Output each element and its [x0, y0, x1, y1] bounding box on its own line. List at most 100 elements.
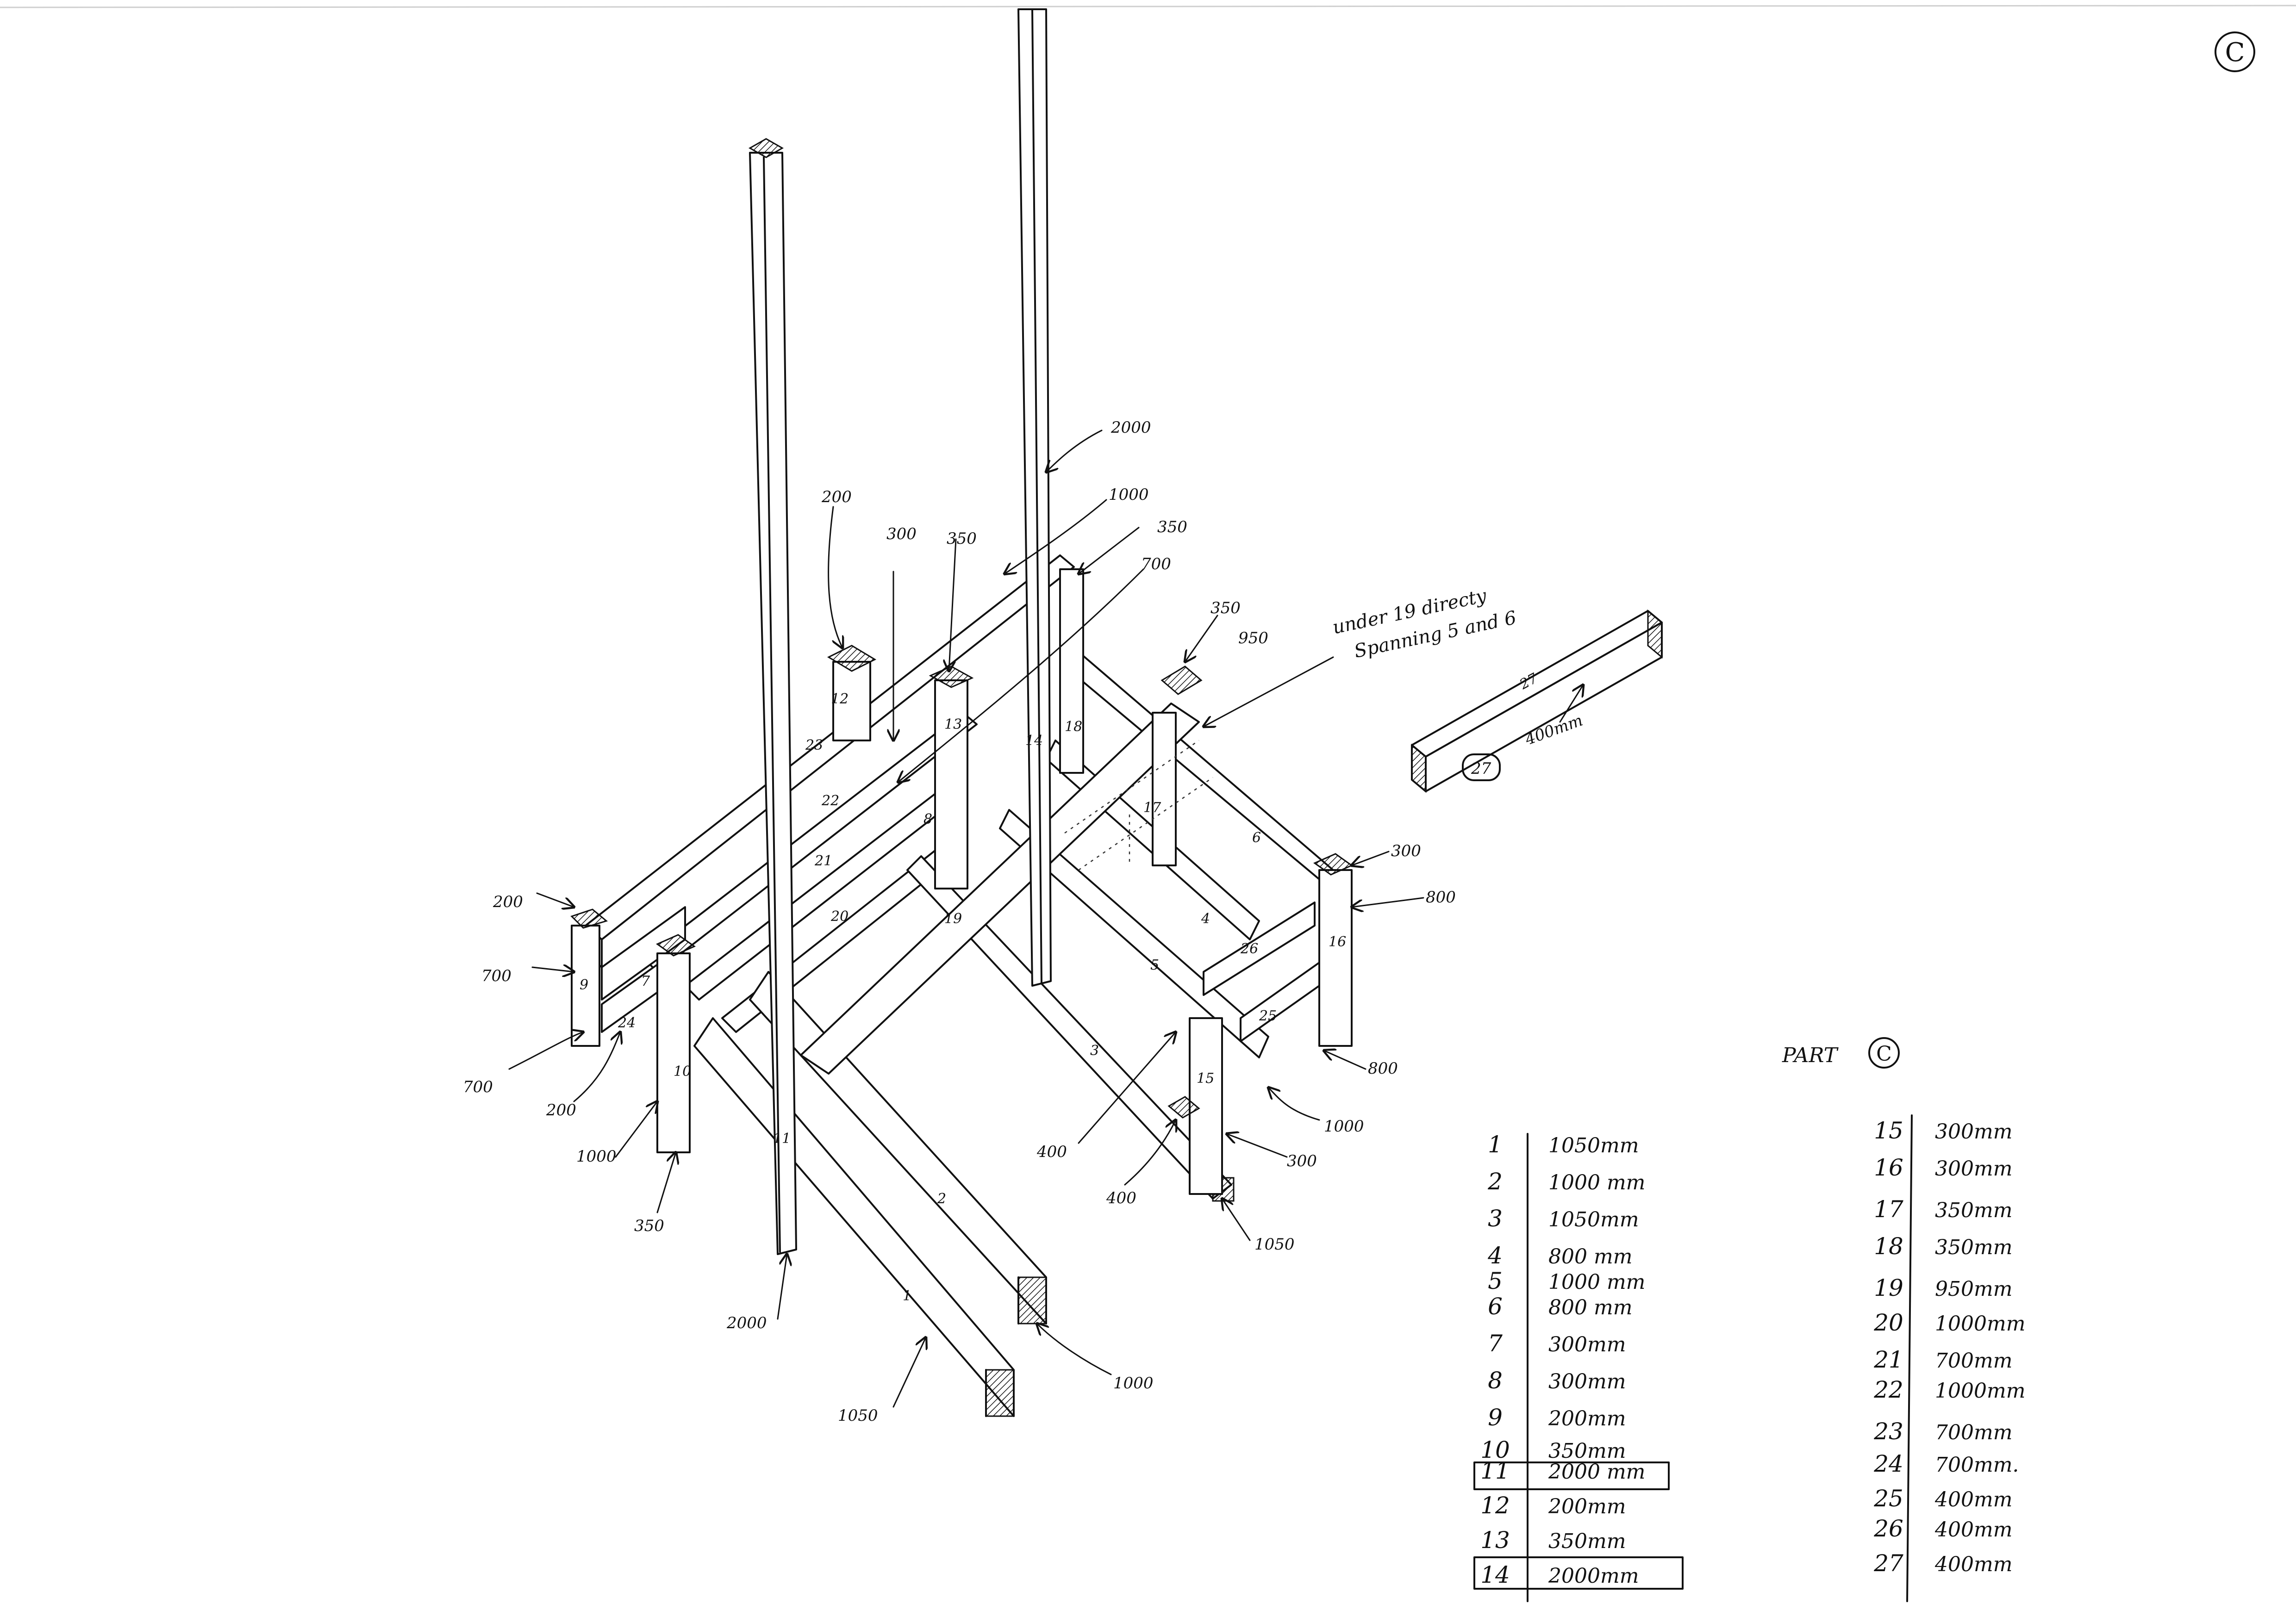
- svg-text:1050: 1050: [838, 1406, 878, 1425]
- column-divider-right: [1906, 1114, 1913, 1602]
- list-row-8: 8 300mm: [1488, 1367, 1626, 1394]
- list-row-15: 15 300mm: [1874, 1117, 2012, 1144]
- scan-edge: [0, 5, 2296, 8]
- list-length: 300mm: [1935, 1120, 2012, 1144]
- list-length: 200mm: [1548, 1495, 1626, 1518]
- list-length: 800 mm: [1548, 1245, 1632, 1269]
- list-row-2: 2 1000 mm: [1487, 1168, 1645, 1195]
- list-number: 16: [1874, 1154, 1903, 1181]
- svg-text:1: 1: [903, 1288, 911, 1304]
- svg-text:18: 18: [1065, 719, 1082, 735]
- member-labels: 1 2 3 4 5 6 7 8 9 10 11 12 13 14 15 16 1…: [580, 691, 1346, 1304]
- part-title: PART C: [1782, 1037, 1900, 1069]
- list-length: 300mm: [1548, 1370, 1626, 1393]
- member-10: [655, 934, 696, 1153]
- list-number: 12: [1480, 1492, 1510, 1519]
- list-number: 4: [1487, 1242, 1503, 1269]
- list-length: 800 mm: [1548, 1296, 1632, 1319]
- list-row-23: 23 700mm: [1873, 1418, 2012, 1445]
- leader-lines: [508, 429, 1424, 1408]
- list-length: 950mm: [1935, 1277, 2012, 1301]
- svg-text:C: C: [2225, 37, 2245, 68]
- list-number: 24: [1873, 1450, 1903, 1477]
- list-number: 22: [1873, 1376, 1903, 1403]
- list-number: 5: [1488, 1268, 1503, 1294]
- dimension-callouts: 2000 1000 350 700 350 950 200 300 350 30…: [463, 418, 1456, 1425]
- svg-text:17: 17: [1143, 800, 1161, 816]
- svg-text:800: 800: [1368, 1059, 1398, 1078]
- list-number: 3: [1488, 1205, 1503, 1232]
- member-15: [1167, 1017, 1223, 1195]
- svg-text:6: 6: [1252, 830, 1261, 846]
- list-number: 27: [1873, 1550, 1903, 1577]
- list-number: 21: [1873, 1346, 1903, 1373]
- svg-text:21: 21: [814, 853, 832, 869]
- svg-text:700: 700: [481, 967, 512, 985]
- svg-text:200: 200: [821, 488, 852, 506]
- svg-text:1000: 1000: [1113, 1374, 1154, 1393]
- svg-text:26: 26: [1240, 941, 1258, 957]
- svg-text:2000: 2000: [1111, 418, 1151, 437]
- list-number: 23: [1873, 1418, 1903, 1445]
- member-14: [1017, 8, 1052, 987]
- list-length: 350mm: [1548, 1530, 1626, 1553]
- svg-text:24: 24: [618, 1015, 636, 1031]
- svg-text:12: 12: [831, 691, 849, 707]
- list-length: 1000 mm: [1548, 1171, 1645, 1194]
- svg-text:400: 400: [1036, 1143, 1067, 1161]
- svg-text:350: 350: [947, 529, 977, 548]
- member-5: [999, 809, 1269, 1058]
- svg-text:300: 300: [1287, 1152, 1317, 1170]
- svg-text:200: 200: [493, 893, 523, 911]
- frame-drawing: [570, 8, 1354, 1417]
- svg-text:14: 14: [1025, 733, 1043, 749]
- member-17: [1152, 712, 1177, 866]
- list-number: 7: [1488, 1330, 1503, 1357]
- svg-text:7: 7: [641, 973, 650, 989]
- list-length: 350mm: [1548, 1439, 1626, 1463]
- svg-text:19: 19: [944, 911, 962, 927]
- list-length: 400mm: [1934, 1518, 2012, 1542]
- svg-text:2: 2: [937, 1191, 946, 1207]
- list-number: 15: [1874, 1117, 1903, 1144]
- detail-member-27: 27 400mm 27: [1411, 609, 1663, 793]
- svg-text:20: 20: [830, 908, 849, 925]
- list-number: 17: [1874, 1196, 1903, 1223]
- list-number: 8: [1488, 1367, 1503, 1394]
- svg-text:200: 200: [546, 1101, 576, 1119]
- svg-text:27: 27: [1471, 759, 1491, 778]
- list-length: 700mm: [1935, 1349, 2012, 1373]
- svg-text:400: 400: [1106, 1189, 1136, 1207]
- list-number: 2: [1487, 1168, 1503, 1195]
- list-length: 700mm: [1935, 1421, 2012, 1444]
- member-18: [1059, 568, 1084, 774]
- list-length: 2000 mm: [1548, 1460, 1645, 1484]
- svg-text:C: C: [1876, 1042, 1892, 1066]
- svg-text:11: 11: [773, 1131, 791, 1147]
- list-row-11: 11 2000 mm: [1480, 1457, 1645, 1484]
- svg-text:5: 5: [1150, 957, 1159, 973]
- highlight-box-14: [1473, 1556, 1684, 1590]
- list-number: 10: [1480, 1436, 1510, 1463]
- svg-text:13: 13: [944, 716, 962, 733]
- list-row-12: 12 200mm: [1480, 1492, 1626, 1519]
- svg-text:10: 10: [674, 1063, 691, 1080]
- svg-text:25: 25: [1259, 1008, 1277, 1024]
- list-row-10: 10 350mm: [1480, 1436, 1626, 1463]
- corner-mark: C: [2215, 31, 2255, 72]
- list-number: 20: [1873, 1309, 1903, 1336]
- svg-text:300: 300: [1391, 842, 1421, 860]
- svg-text:700: 700: [463, 1078, 493, 1096]
- list-number: 11: [1480, 1457, 1510, 1484]
- svg-text:PART: PART: [1782, 1044, 1839, 1067]
